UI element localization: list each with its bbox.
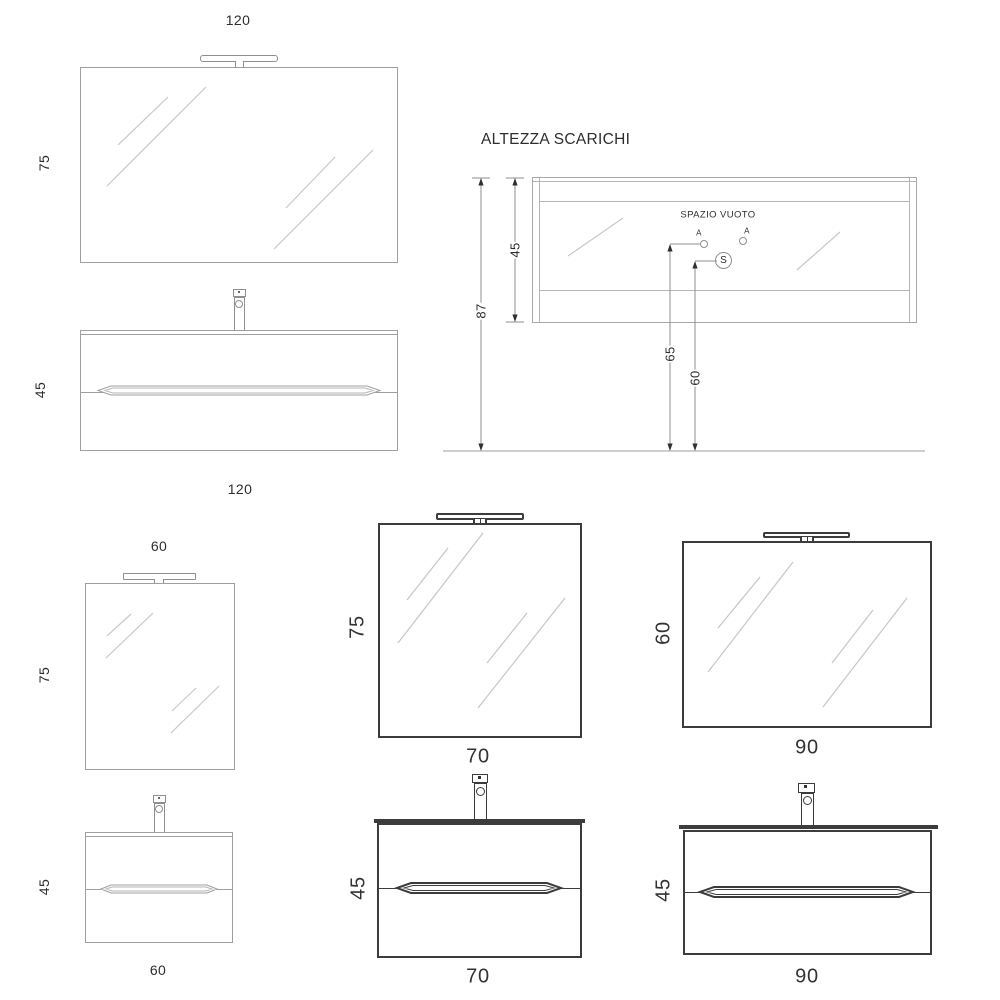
faucet-cap — [233, 289, 246, 297]
hole-label-a2: A — [744, 226, 750, 236]
vanity-top-edge — [679, 825, 938, 829]
dim-label-mirror-height: 75 — [346, 615, 369, 639]
diagram-title: ALTEZZA SCARICHI — [481, 131, 631, 148]
mirror-reflections — [707, 561, 908, 708]
light-stem — [800, 537, 814, 542]
mirror-reflections — [105, 612, 220, 734]
dim-label-mirror-width: 90 — [795, 736, 819, 759]
cabinet-side-panel-right — [909, 178, 910, 322]
cabinet — [532, 177, 917, 323]
dim-label-mirror-width: 60 — [150, 538, 168, 554]
vanity-handle — [96, 385, 382, 396]
light-stem — [154, 579, 164, 584]
dim-label-drain-a-height: 65 — [662, 345, 678, 363]
dim-label-mirror-height: 75 — [36, 154, 52, 172]
dim-label-mirror-height: 60 — [652, 621, 675, 645]
vanity-top-edge — [81, 334, 397, 335]
light-stem — [235, 61, 244, 68]
dim-label-mirror-width: 70 — [466, 745, 490, 768]
dim-label-vanity-height: 45 — [36, 878, 52, 896]
dim-label-mirror-height: 75 — [36, 666, 52, 684]
faucet-knob — [803, 796, 812, 805]
mirror — [85, 583, 235, 770]
set-width-label: 120 — [227, 481, 253, 497]
light-stem — [473, 519, 487, 524]
faucet-knob — [476, 787, 485, 796]
faucet-knob — [155, 805, 163, 813]
faucet-knob — [235, 300, 243, 308]
vanity-handle — [697, 886, 916, 898]
dim-label-vanity-width: 60 — [149, 962, 167, 978]
mirror — [378, 523, 582, 738]
dimension-lines — [443, 177, 925, 452]
vanity-top-edge — [86, 836, 232, 837]
empty-space-label: SPAZIO VUOTO — [680, 209, 756, 221]
dim-label-drain-s-height: 60 — [687, 369, 703, 387]
dim-label-vanity-width: 90 — [795, 965, 819, 988]
mirror — [80, 67, 398, 263]
mirror-reflections — [397, 532, 566, 709]
mirror-reflections — [106, 86, 374, 250]
mirror — [682, 541, 932, 728]
dim-label-vanity-height: 45 — [347, 876, 370, 900]
vanity-top-edge — [374, 819, 585, 823]
dim-label-vanity-width: 70 — [466, 965, 490, 988]
vanity-handle — [99, 884, 219, 894]
vanity-handle — [394, 882, 564, 894]
hole-label-a1: A — [696, 228, 702, 238]
dim-label-cabinet-height: 45 — [507, 241, 523, 259]
dim-label-vanity-height: 45 — [652, 878, 675, 902]
dim-label-mirror-width: 120 — [225, 12, 251, 28]
drain-hole-a2 — [739, 237, 747, 245]
dim-label-vanity-height: 45 — [32, 381, 48, 399]
dim-label-floor-to-top: 87 — [473, 302, 489, 320]
faucet-cap — [153, 795, 166, 803]
faucet-cap — [798, 783, 815, 793]
cabinet-reflections — [567, 217, 841, 271]
cabinet-side-panel-left — [539, 178, 540, 322]
